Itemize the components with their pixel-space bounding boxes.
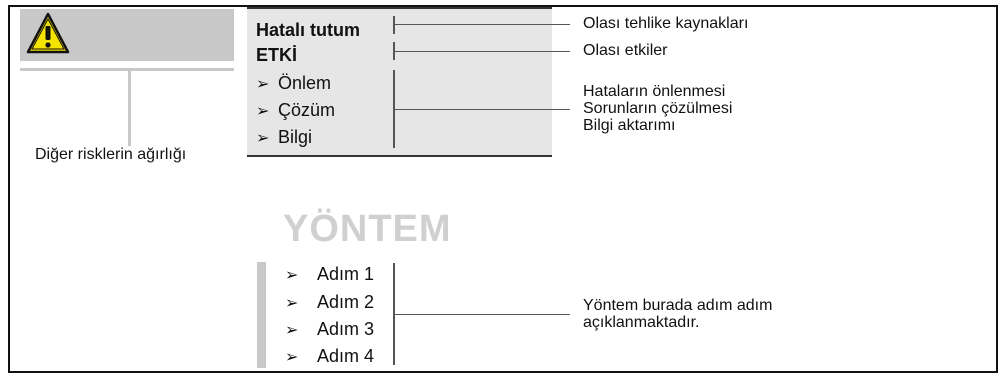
possible-effects-label: Olası etkiler bbox=[583, 42, 668, 59]
arrowhead-icon: ➢ bbox=[285, 267, 299, 284]
information-label: Bilgi aktarımı bbox=[583, 117, 676, 134]
method-side-bar bbox=[257, 262, 266, 368]
method-step: ➢Adım 4 bbox=[285, 345, 374, 369]
prevention-label: Hataların önlenmesi bbox=[583, 83, 726, 100]
method-step: ➢Adım 2 bbox=[285, 291, 374, 315]
connector-line bbox=[394, 109, 570, 110]
warning-connector bbox=[128, 71, 131, 146]
panel-item-prevention: ➢Önlem bbox=[256, 72, 331, 96]
arrowhead-icon: ➢ bbox=[285, 349, 299, 366]
method-step: ➢Adım 3 bbox=[285, 318, 374, 342]
risk-weight-label: Diğer risklerin ağırlığı bbox=[35, 146, 187, 163]
info-panel bbox=[247, 7, 552, 157]
method-description-line2: açıklanmaktadır. bbox=[583, 314, 700, 331]
connector-line bbox=[394, 51, 570, 52]
diagram-frame bbox=[8, 5, 998, 373]
panel-item-info: ➢Bilgi bbox=[256, 126, 312, 150]
arrowhead-icon: ➢ bbox=[285, 322, 299, 339]
solution-label: Sorunların çözülmesi bbox=[583, 100, 733, 117]
method-description-line1: Yöntem burada adım adım bbox=[583, 297, 773, 314]
hazard-sources-label: Olası tehlike kaynakları bbox=[583, 15, 749, 32]
warning-underline bbox=[20, 68, 234, 71]
connector-tick bbox=[393, 16, 395, 34]
panel-faulty-behavior: Hatalı tutum bbox=[256, 20, 361, 40]
arrowhead-icon: ➢ bbox=[256, 103, 270, 120]
panel-item-solution: ➢Çözüm bbox=[256, 99, 335, 123]
panel-effect: ETKİ bbox=[256, 45, 298, 65]
connector-line bbox=[394, 314, 570, 315]
connector-line bbox=[394, 24, 570, 25]
warning-triangle-icon bbox=[26, 12, 70, 54]
arrowhead-icon: ➢ bbox=[256, 76, 270, 93]
arrowhead-icon: ➢ bbox=[285, 295, 299, 312]
arrowhead-icon: ➢ bbox=[256, 130, 270, 147]
method-title: YÖNTEM bbox=[283, 208, 452, 250]
method-step: ➢Adım 1 bbox=[285, 263, 374, 287]
